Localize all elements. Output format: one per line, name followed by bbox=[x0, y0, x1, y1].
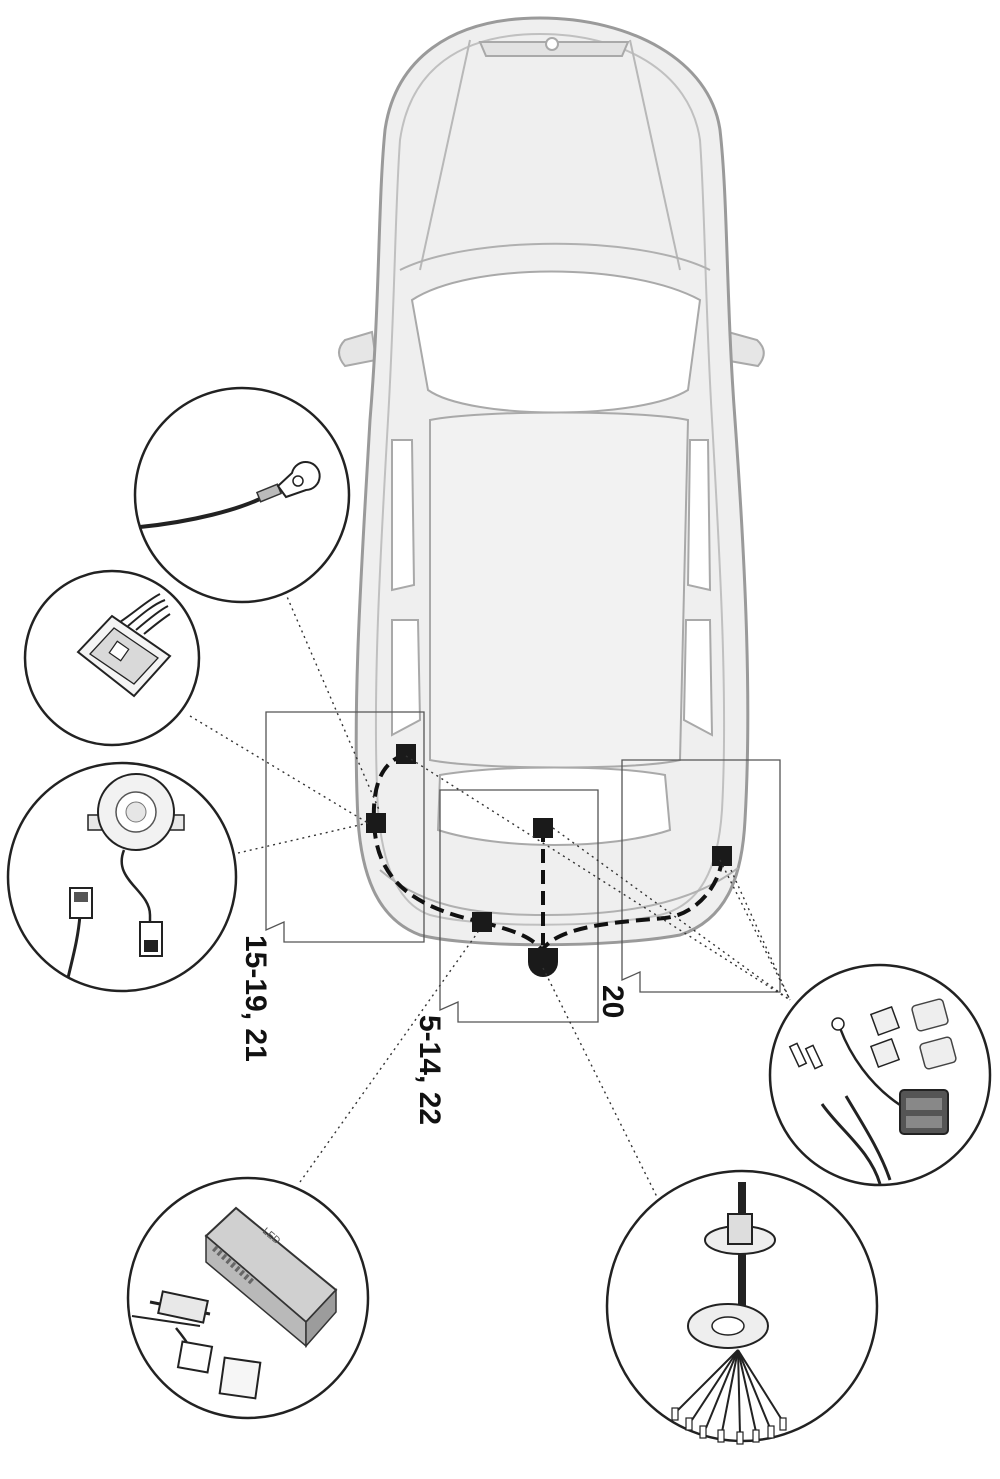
windshield bbox=[410, 270, 702, 414]
leader-light-connector bbox=[189, 715, 369, 824]
harness-wire bbox=[66, 914, 82, 979]
callout-buzzer bbox=[6, 761, 238, 993]
ground-lead bbox=[838, 1027, 901, 1107]
relay-icon bbox=[218, 1356, 262, 1400]
terminal-icons bbox=[788, 1042, 824, 1070]
leader-module bbox=[299, 931, 479, 1183]
cowl-line bbox=[399, 242, 711, 271]
socket-wire-bundle bbox=[677, 1349, 783, 1435]
connection-point-rear-left-light bbox=[366, 813, 386, 833]
connection-point-bumper bbox=[472, 912, 492, 932]
connection-point-rear-right-light bbox=[712, 846, 732, 866]
right-step-box bbox=[621, 759, 781, 993]
leader-lines bbox=[189, 591, 791, 1204]
leader-kit-2 bbox=[552, 827, 791, 1001]
leader-kit-4 bbox=[719, 859, 791, 1001]
connection-point-rear-left-top bbox=[396, 744, 416, 764]
connection-points bbox=[366, 744, 732, 977]
right-side-window-rear bbox=[682, 619, 714, 737]
left-step-box bbox=[265, 711, 425, 943]
step-label-right: 20 bbox=[596, 985, 629, 1018]
connection-point-center bbox=[533, 818, 553, 838]
bottom-cable-run bbox=[481, 855, 724, 954]
callout-light-connector bbox=[23, 569, 201, 747]
center-step-box bbox=[439, 789, 599, 1023]
leader-socket bbox=[542, 967, 661, 1204]
leader-kit-3 bbox=[730, 869, 791, 1001]
left-mirror bbox=[338, 330, 378, 368]
left-side-window-front bbox=[391, 439, 416, 592]
leader-kit-1 bbox=[405, 755, 791, 1001]
hood-line-left bbox=[419, 39, 471, 271]
callout-trailer-socket bbox=[605, 1169, 879, 1445]
right-mirror bbox=[722, 330, 765, 368]
hood-emblem bbox=[545, 37, 559, 51]
ground-wire-cable bbox=[139, 493, 269, 529]
step-boxes bbox=[265, 711, 781, 1023]
ground-lead-ring-icon bbox=[831, 1017, 845, 1031]
callout-ground-wire bbox=[133, 386, 351, 604]
body-shoulder-line bbox=[374, 32, 726, 926]
car-top-view bbox=[338, 16, 765, 947]
fuse-holder-icons bbox=[911, 998, 957, 1070]
fuse-icons bbox=[869, 1005, 901, 1069]
leader-buzzer bbox=[237, 822, 369, 854]
step-label-center: 5-14, 22 bbox=[413, 1015, 446, 1125]
rear-bumper-line bbox=[379, 867, 739, 917]
callout-control-module: LED bbox=[126, 1176, 370, 1420]
rear-window bbox=[436, 766, 672, 846]
main-cable bbox=[820, 1103, 882, 1185]
right-side-window-front bbox=[686, 439, 712, 592]
wire-pins bbox=[671, 1407, 787, 1445]
relay-socket bbox=[176, 1340, 214, 1374]
left-side-window-rear bbox=[391, 619, 422, 737]
step-label-left: 15-19, 21 bbox=[239, 935, 272, 1062]
buzzer-wire bbox=[120, 849, 152, 925]
hood-line-right bbox=[629, 39, 681, 271]
roof-panel bbox=[429, 411, 690, 769]
callout-kit-parts bbox=[768, 963, 992, 1187]
trailer-socket bbox=[528, 948, 558, 977]
connector-wires bbox=[119, 593, 171, 635]
module-harness-plug bbox=[131, 1290, 211, 1327]
leader-ground-wire bbox=[284, 591, 381, 813]
